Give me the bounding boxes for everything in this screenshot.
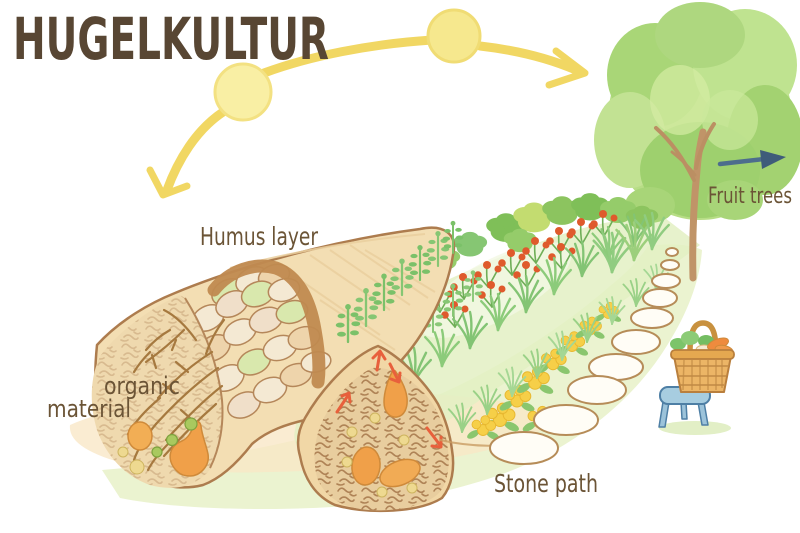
organic-material-label-line2: material (47, 395, 131, 423)
sun-icon (213, 62, 273, 122)
gypsophila-haze (418, 242, 572, 338)
stepping-stone (665, 247, 679, 257)
compost-mound-cross-section (296, 344, 455, 513)
humus-layer-label: Humus layer (200, 222, 319, 251)
organic-material-cross-section (91, 295, 226, 488)
sun-path-arc (146, 35, 589, 199)
stepping-stone (642, 288, 678, 308)
fruit-trees-label: Fruit trees (708, 184, 792, 209)
stepping-stone (489, 431, 559, 465)
airflow-arrows (335, 349, 443, 449)
stepping-stone (533, 404, 599, 436)
twigs (126, 308, 226, 472)
airflow-arrow-icon (371, 349, 387, 372)
basket-weave (676, 359, 729, 391)
tree-canopy (594, 2, 800, 223)
stepping-stone (611, 329, 661, 355)
sun-icon (426, 8, 482, 64)
fruit-tree-illustration (594, 2, 800, 282)
airflow-arrow-icon (335, 391, 352, 414)
stone-path-label: Stone path (494, 469, 598, 498)
stepping-stone (651, 273, 681, 289)
fruit-trees-arrow-icon (717, 150, 786, 169)
harvest-basket-illustration (670, 320, 735, 393)
basket-stool-shadow (659, 421, 731, 435)
sod-patchwork (191, 263, 332, 419)
stepping-stone (660, 259, 680, 271)
stepping-stone (630, 307, 674, 329)
stepping-stone (567, 375, 627, 405)
humus-band (207, 259, 326, 389)
tree-trunk (654, 122, 716, 282)
organic-material-label-line1: organic (104, 372, 180, 400)
page-title: HUGELKULTUR (13, 5, 329, 73)
compost-vegetables (341, 369, 421, 498)
sun-arc-arrowhead-right (545, 47, 589, 89)
airflow-arrow-icon (388, 362, 402, 384)
sun-arc-arrowhead-left (146, 166, 191, 199)
buried-vegetables (117, 417, 209, 477)
stone-path-illustration (489, 247, 681, 465)
